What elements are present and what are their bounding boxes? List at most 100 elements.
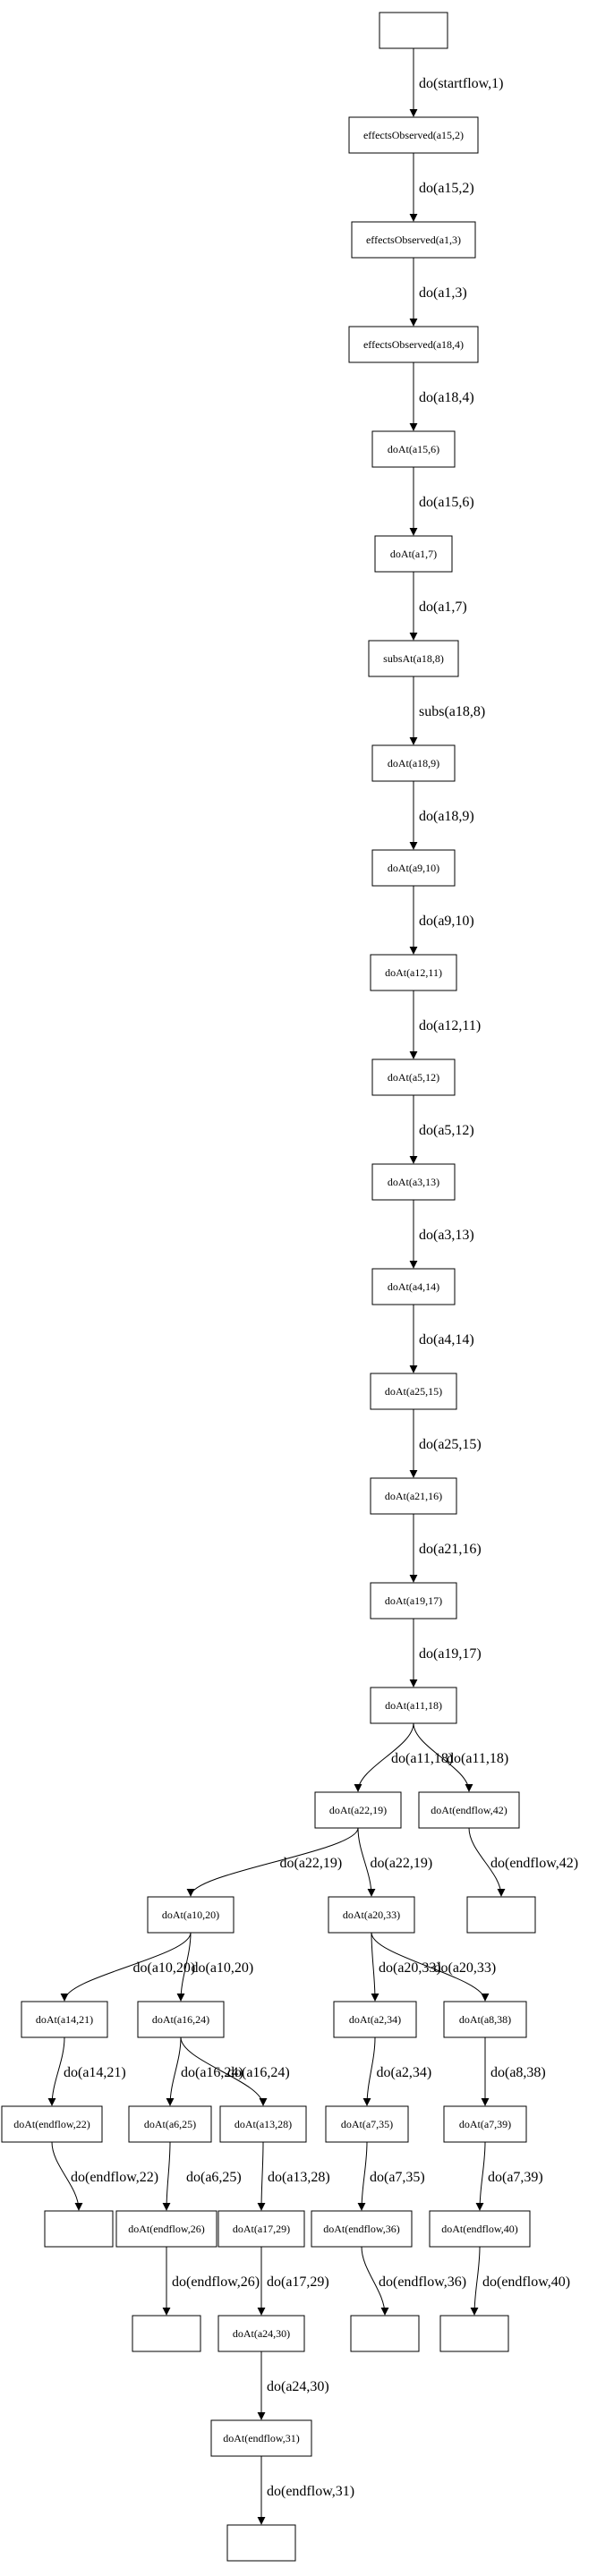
edge-label-7-8: do(a1,7) <box>419 599 467 615</box>
edge-label-35-36: do(a7,35) <box>370 2170 425 2185</box>
node-label-31: doAt(endflow,31) <box>223 2432 300 2444</box>
edge-label-42-43: do(endflow,42) <box>490 1856 578 1871</box>
node-label-38: doAt(a8,38) <box>459 2013 511 2026</box>
graph-node-34 <box>333 2001 417 2038</box>
graph-node-24 <box>137 2001 225 2038</box>
graph-node-11 <box>370 954 457 991</box>
graph-node-10 <box>371 849 456 887</box>
edge-24-25 <box>166 2036 182 2106</box>
edge-label-19-20: do(a22,19) <box>280 1856 343 1871</box>
node-label-33: doAt(a20,33) <box>343 1909 400 1921</box>
graph-node-42 <box>418 1791 520 1829</box>
edge-label-22-23: do(endflow,22) <box>71 2170 158 2185</box>
graph-node-14 <box>371 1268 456 1305</box>
edge-label-9-10: do(a18,9) <box>419 809 474 824</box>
graph-node-1 <box>379 12 448 49</box>
node-label-20: doAt(a10,20) <box>162 1909 219 1921</box>
graph-node-28 <box>219 2105 307 2143</box>
node-label-7: doAt(a1,7) <box>390 548 437 560</box>
node-label-35: doAt(a7,35) <box>341 2118 393 2130</box>
graph-node-12 <box>371 1058 456 1096</box>
node-label-6: doAt(a15,6) <box>388 443 439 455</box>
edge-40-41 <box>470 2246 481 2316</box>
node-label-10: doAt(a9,10) <box>388 862 439 874</box>
node-label-8: subsAt(a18,8) <box>383 652 444 665</box>
edge-20-21 <box>60 1932 192 2002</box>
edge-label-36-37: do(endflow,36) <box>379 2274 466 2290</box>
graph-node-6 <box>371 430 456 468</box>
node-label-2: effectsObserved(a15,2) <box>363 129 464 141</box>
graph-node-7 <box>374 535 453 573</box>
edge-label-13-14: do(a3,13) <box>419 1228 474 1243</box>
graph-node-27 <box>132 2315 201 2352</box>
graph-node-37 <box>350 2315 420 2352</box>
edge-label-1-2: do(startflow,1) <box>419 76 504 91</box>
node-label-30: doAt(a24,30) <box>233 2327 290 2340</box>
graph-node-31 <box>210 2419 312 2457</box>
graph-node-35 <box>325 2105 409 2143</box>
edge-28-29 <box>257 2141 266 2211</box>
edge-33-34 <box>371 1932 379 2002</box>
edge-35-36 <box>357 2141 368 2211</box>
graph-node-40 <box>429 2210 531 2248</box>
node-label-40: doAt(endflow,40) <box>441 2223 518 2235</box>
edge-33-38 <box>371 1932 490 2002</box>
edge-label-11-12: do(a12,11) <box>419 1018 481 1033</box>
graph-node-2 <box>348 116 479 154</box>
node-label-12: doAt(a5,12) <box>388 1071 439 1084</box>
node-label-22: doAt(endflow,22) <box>13 2118 90 2130</box>
graph-node-18 <box>370 1687 457 1724</box>
edge-25-26 <box>162 2141 171 2211</box>
graph-node-33 <box>328 1896 415 1934</box>
graph-node-23 <box>44 2210 114 2248</box>
graph-node-36 <box>311 2210 413 2248</box>
graph-node-39 <box>443 2105 527 2143</box>
edge-label-24-25: do(a16,24) <box>181 2065 243 2080</box>
edge-label-12-13: do(a5,12) <box>419 1123 474 1138</box>
edge-label-8-9: subs(a18,8) <box>419 704 485 719</box>
node-label-4: effectsObserved(a18,4) <box>363 338 464 351</box>
edge-label-19-33: do(a22,19) <box>371 1856 433 1871</box>
edge-label-10-11: do(a9,10) <box>419 914 474 929</box>
graph-node-22 <box>1 2105 103 2143</box>
graph-node-26 <box>115 2210 217 2248</box>
graph-node-3 <box>351 221 476 259</box>
edge-label-6-7: do(a15,6) <box>419 495 474 510</box>
node-label-14: doAt(a4,14) <box>388 1280 439 1293</box>
graph-node-15 <box>370 1373 457 1410</box>
edge-label-21-22: do(a14,21) <box>64 2065 126 2080</box>
edge-label-28-29: do(a13,28) <box>268 2170 330 2185</box>
edge-label-40-41: do(endflow,40) <box>482 2274 570 2290</box>
node-label-9: doAt(a18,9) <box>388 757 439 769</box>
edge-19-20 <box>186 1827 359 1897</box>
graph-node-41 <box>439 2315 509 2352</box>
graph-node-29 <box>217 2210 305 2248</box>
graph-node-4 <box>348 326 479 363</box>
node-label-29: doAt(a17,29) <box>233 2223 290 2235</box>
node-label-11: doAt(a12,11) <box>385 966 442 979</box>
graph-node-20 <box>147 1896 235 1934</box>
node-label-3: effectsObserved(a1,3) <box>366 234 461 246</box>
edge-label-17-18: do(a19,17) <box>419 1646 482 1662</box>
node-label-36: doAt(endflow,36) <box>323 2223 400 2235</box>
edge-label-14-15: do(a4,14) <box>419 1332 474 1348</box>
edge-label-4-6: do(a18,4) <box>419 390 474 405</box>
graph-node-21 <box>21 2001 108 2038</box>
edge-label-33-34: do(a20,33) <box>379 1960 441 1976</box>
node-label-13: doAt(a3,13) <box>388 1176 439 1188</box>
graph-node-38 <box>443 2001 527 2038</box>
graph-node-43 <box>466 1896 536 1934</box>
edge-label-3-4: do(a1,3) <box>419 285 467 301</box>
node-label-15: doAt(a25,15) <box>385 1385 442 1398</box>
node-label-24: doAt(a16,24) <box>152 2013 209 2026</box>
edge-18-42 <box>413 1722 473 1792</box>
edge-label-18-19: do(a11,18) <box>391 1751 453 1766</box>
node-label-39: doAt(a7,39) <box>459 2118 511 2130</box>
graph-node-9 <box>371 744 456 782</box>
edge-19-33 <box>357 1827 376 1897</box>
edge-label-29-30: do(a17,29) <box>267 2274 329 2290</box>
node-label-28: doAt(a13,28) <box>235 2118 292 2130</box>
edge-label-18-42: do(a11,18) <box>447 1751 508 1766</box>
node-label-21: doAt(a14,21) <box>36 2013 93 2026</box>
